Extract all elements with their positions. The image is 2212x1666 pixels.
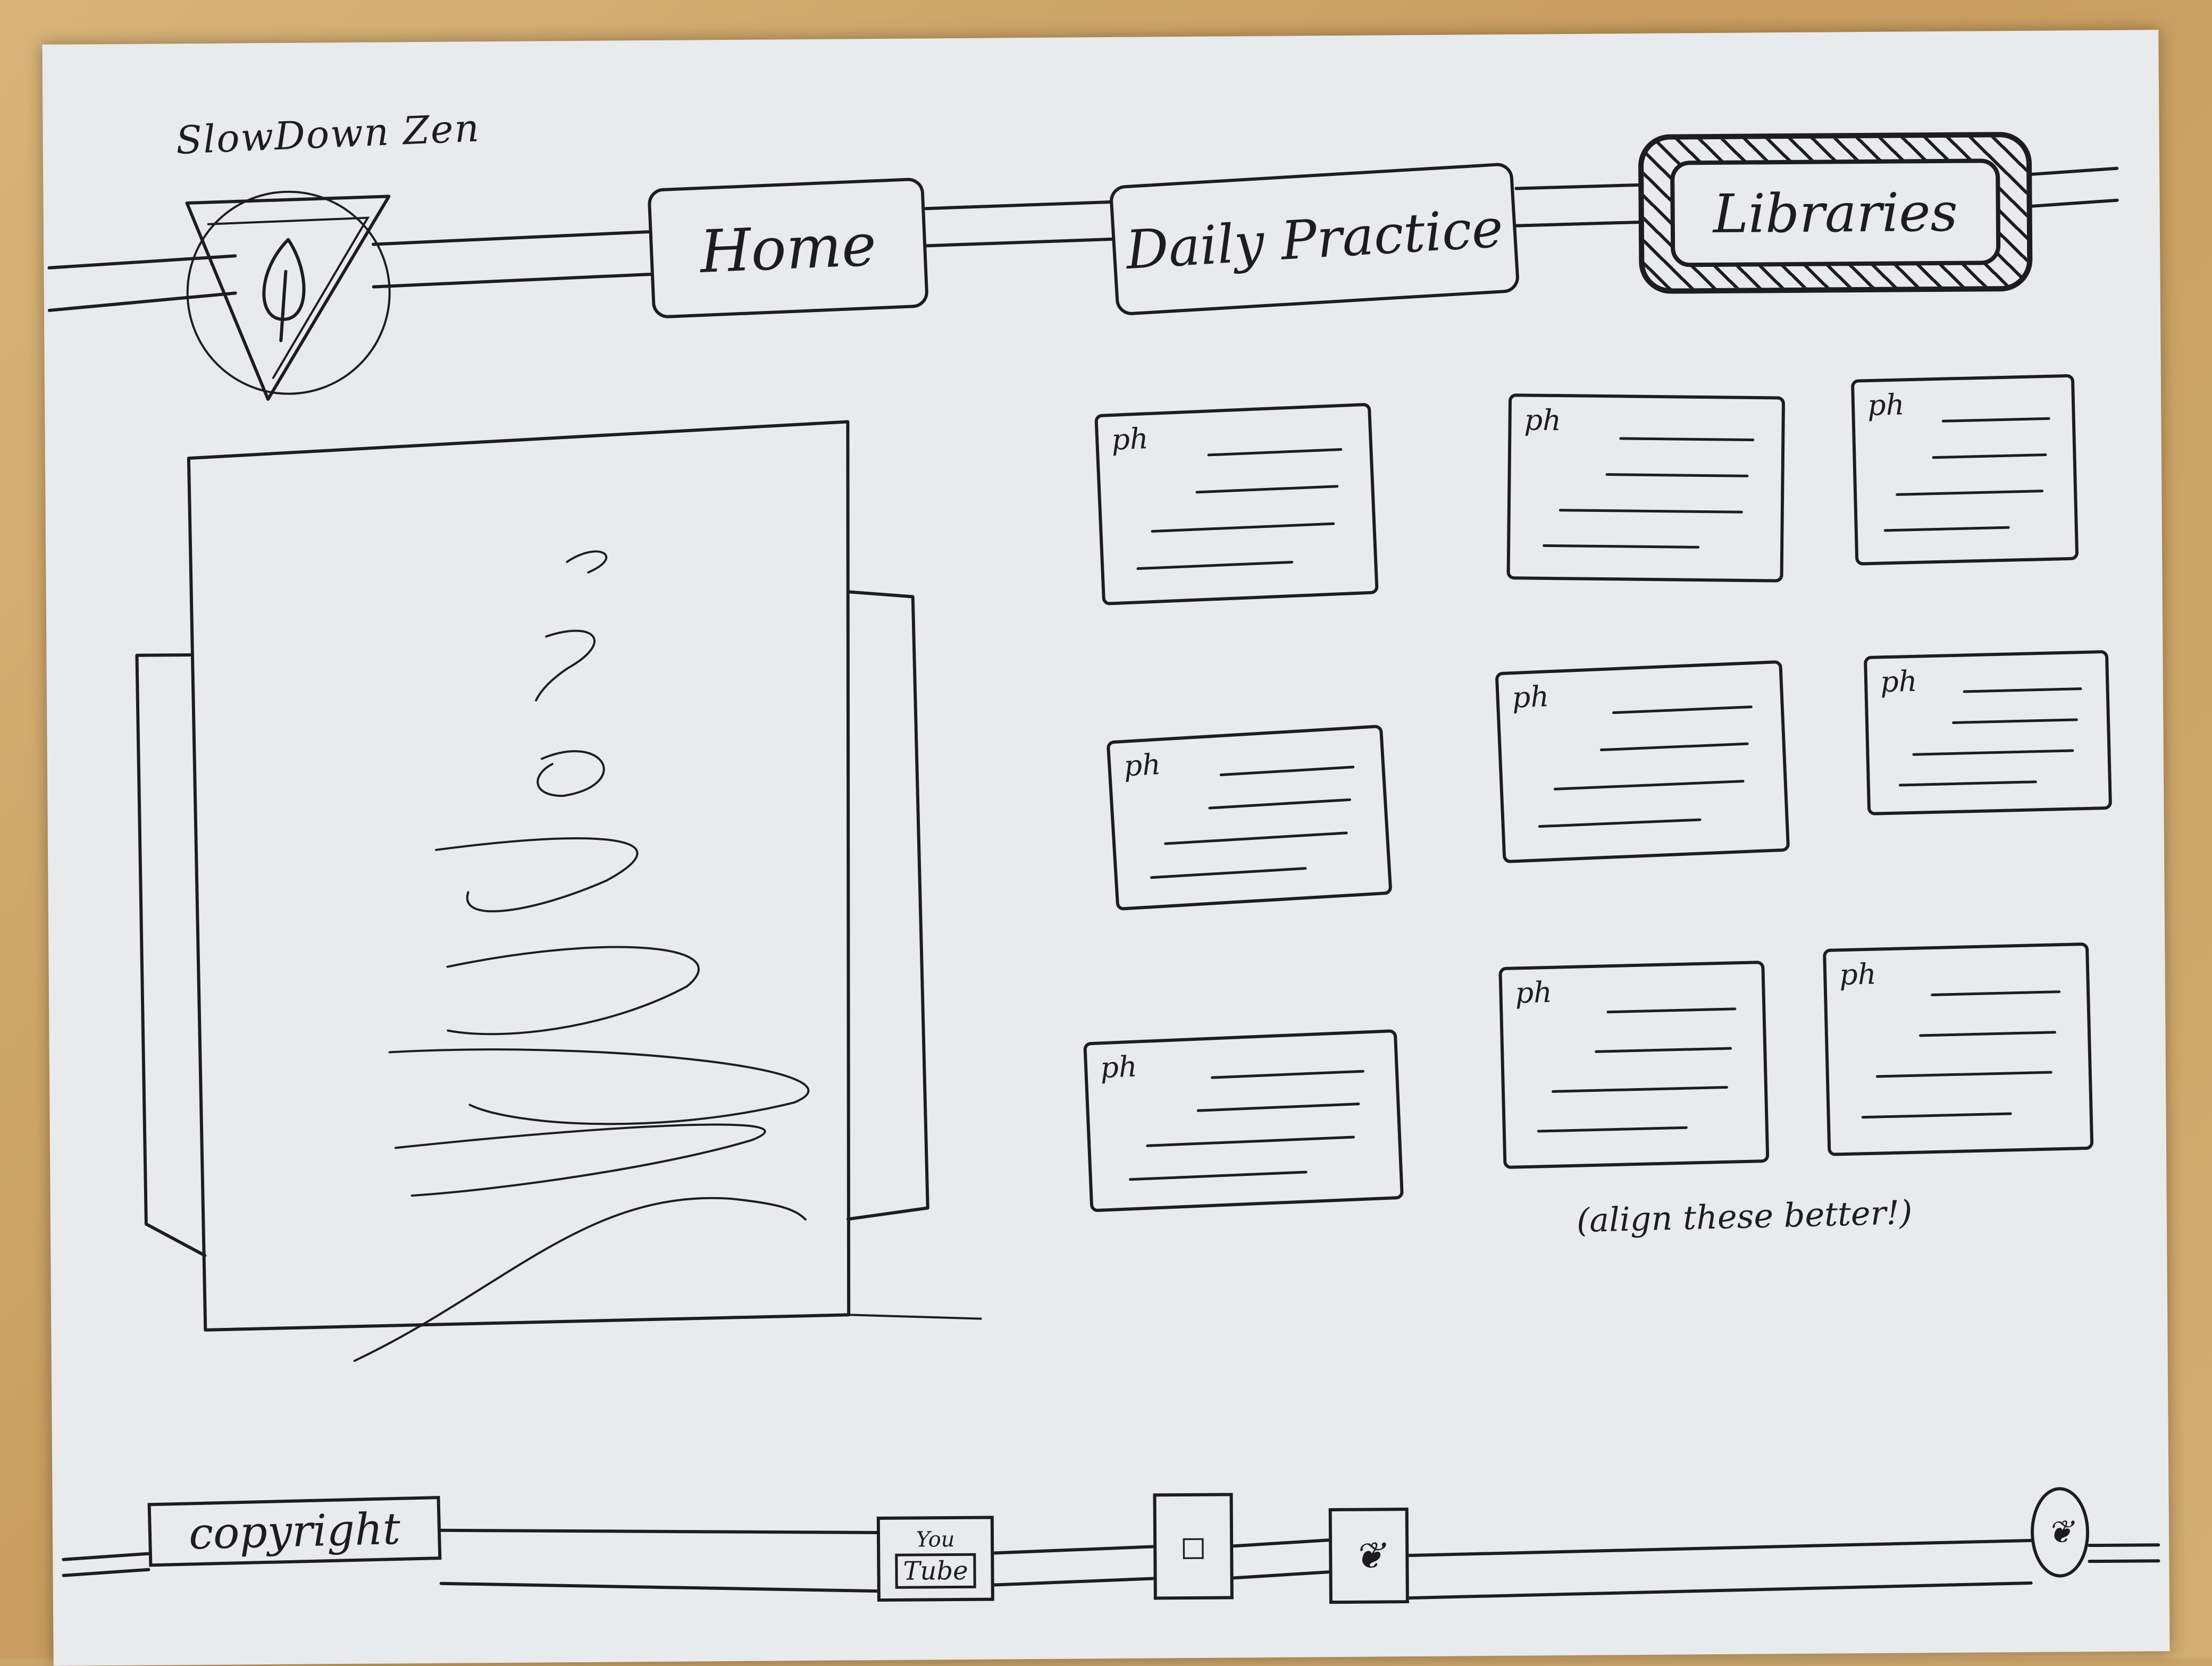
youtube-top-text: You [916,1527,955,1552]
copyright-label: copyright [147,1495,442,1567]
card[interactable]: ph [1506,393,1786,583]
social-icon[interactable]: ◻ [1153,1493,1234,1600]
logo-leaf-icon[interactable]: ❦ [2030,1487,2090,1578]
card[interactable]: ph [1863,650,2113,815]
card[interactable]: ph [1498,961,1770,1169]
card[interactable]: ph [1495,660,1790,864]
card[interactable]: ph [1083,1029,1404,1213]
youtube-icon[interactable]: You Tube [876,1516,994,1602]
youtube-bottom-text: Tube [895,1553,976,1589]
nav-daily-practice-button[interactable]: Daily Practice [1109,162,1520,316]
card[interactable]: ph [1094,402,1379,606]
card[interactable]: ph [1822,942,2094,1156]
sketch-lines [47,166,2160,1600]
logo-icon[interactable] [176,164,401,421]
wireframe-sheet: SlowDown Zen Home Daily Practice Librari… [42,30,2170,1666]
annotation-note: (align these better!) [1576,1192,1913,1240]
nav-home-button[interactable]: Home [647,177,929,319]
nav-libraries-button[interactable]: Libraries [1670,158,2001,267]
card[interactable]: ph [1106,724,1393,911]
card[interactable]: ph [1850,374,2079,566]
leaf-icon[interactable]: ❦ [1328,1508,1409,1604]
